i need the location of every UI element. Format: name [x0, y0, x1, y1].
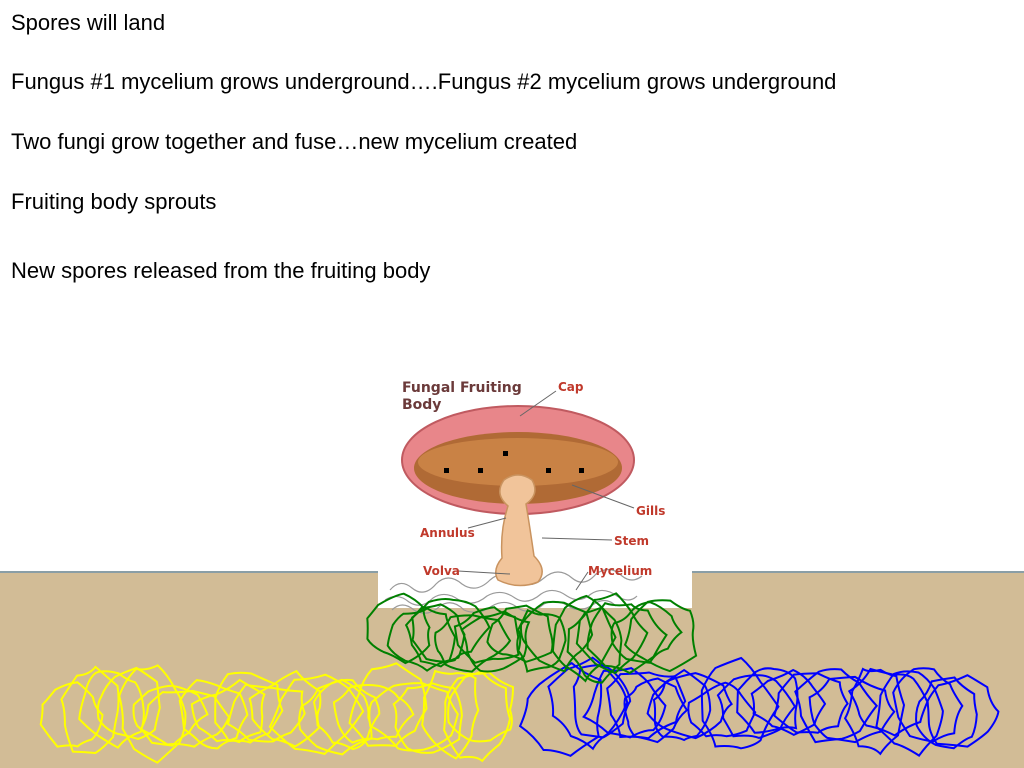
mycelium-strand	[551, 594, 617, 683]
figure-title-line1: Fungal Fruiting	[402, 380, 522, 396]
mycelium-strand	[248, 669, 322, 748]
mycelium-strand	[606, 671, 687, 740]
mycelium-strand	[132, 684, 209, 747]
label-mycelium: Mycelium	[588, 564, 652, 578]
label-cap: Cap	[558, 380, 584, 394]
mycelium-strand	[750, 668, 827, 737]
figure-title-line2: Body	[402, 397, 441, 413]
mycelium-strand	[586, 602, 668, 675]
mycelium-strand	[915, 676, 978, 750]
label-volva: Volva	[423, 564, 460, 578]
mycelium-strand	[460, 610, 531, 673]
label-annulus: Annulus	[420, 526, 475, 540]
step-spores-land: Spores will land	[11, 10, 166, 35]
spore	[546, 468, 551, 473]
step-fruiting-body: Fruiting body sprouts	[11, 189, 217, 214]
mycelium-strand	[348, 662, 428, 747]
mycelium-strand	[139, 689, 231, 748]
mycelium-strand	[687, 681, 757, 738]
mycelium-strand	[575, 592, 649, 675]
mycelium-strand	[892, 667, 964, 743]
mycelium-strand	[392, 682, 463, 754]
spore	[444, 468, 449, 473]
mycelium-strand	[312, 678, 381, 751]
label-leaders	[457, 390, 635, 591]
spore	[579, 468, 584, 473]
step-fungi-fuse: Two fungi grow together and fuse…new myc…	[11, 129, 578, 154]
mycelium-strand	[519, 600, 594, 673]
mycelium-strand	[623, 599, 698, 673]
mycelium-strand	[96, 666, 161, 741]
mycelium-strand	[875, 670, 944, 757]
mycelium-strand	[39, 681, 104, 748]
mycelium-strand	[447, 671, 514, 743]
mycelium-strand	[518, 661, 603, 757]
mycelium-strand	[368, 682, 459, 752]
mycelium-strand	[421, 669, 480, 760]
mushroom-stem	[495, 474, 543, 587]
spores	[444, 451, 584, 473]
mycelium-strand	[547, 656, 629, 751]
mycelium-strand	[118, 664, 187, 764]
mycelium-strand	[386, 607, 457, 672]
mycelium-strand	[808, 675, 896, 744]
mycelium-strand	[610, 601, 683, 664]
mycelium-strand	[716, 674, 797, 739]
mushroom-cap	[401, 405, 635, 515]
mycelium-strand	[794, 668, 879, 744]
mycelium-strand	[60, 665, 120, 755]
mycelium-strand	[214, 671, 284, 744]
spore	[478, 468, 483, 473]
mycelium-strand	[700, 656, 780, 750]
mycelium-strand	[652, 668, 712, 742]
mycelium-strand	[190, 678, 266, 744]
mycelium-strand	[582, 667, 667, 739]
fungus-2-mycelium	[518, 656, 1000, 757]
label-stem: Stem	[614, 534, 649, 548]
mycelium-strand	[926, 674, 1000, 748]
mycelium-strand	[411, 598, 491, 663]
mycelium-strand	[736, 667, 799, 734]
label-gills: Gills	[636, 504, 665, 518]
step-new-spores: New spores released from the fruiting bo…	[11, 258, 431, 283]
fused-mycelium	[366, 592, 698, 684]
fungus-1-mycelium	[39, 662, 514, 764]
mycelium-strand	[486, 604, 554, 663]
step-mycelium-grows: Fungus #1 mycelium grows underground….Fu…	[11, 69, 837, 94]
mycelium-strand	[434, 614, 512, 673]
mycelium-strand	[443, 669, 512, 763]
spore	[503, 451, 508, 456]
